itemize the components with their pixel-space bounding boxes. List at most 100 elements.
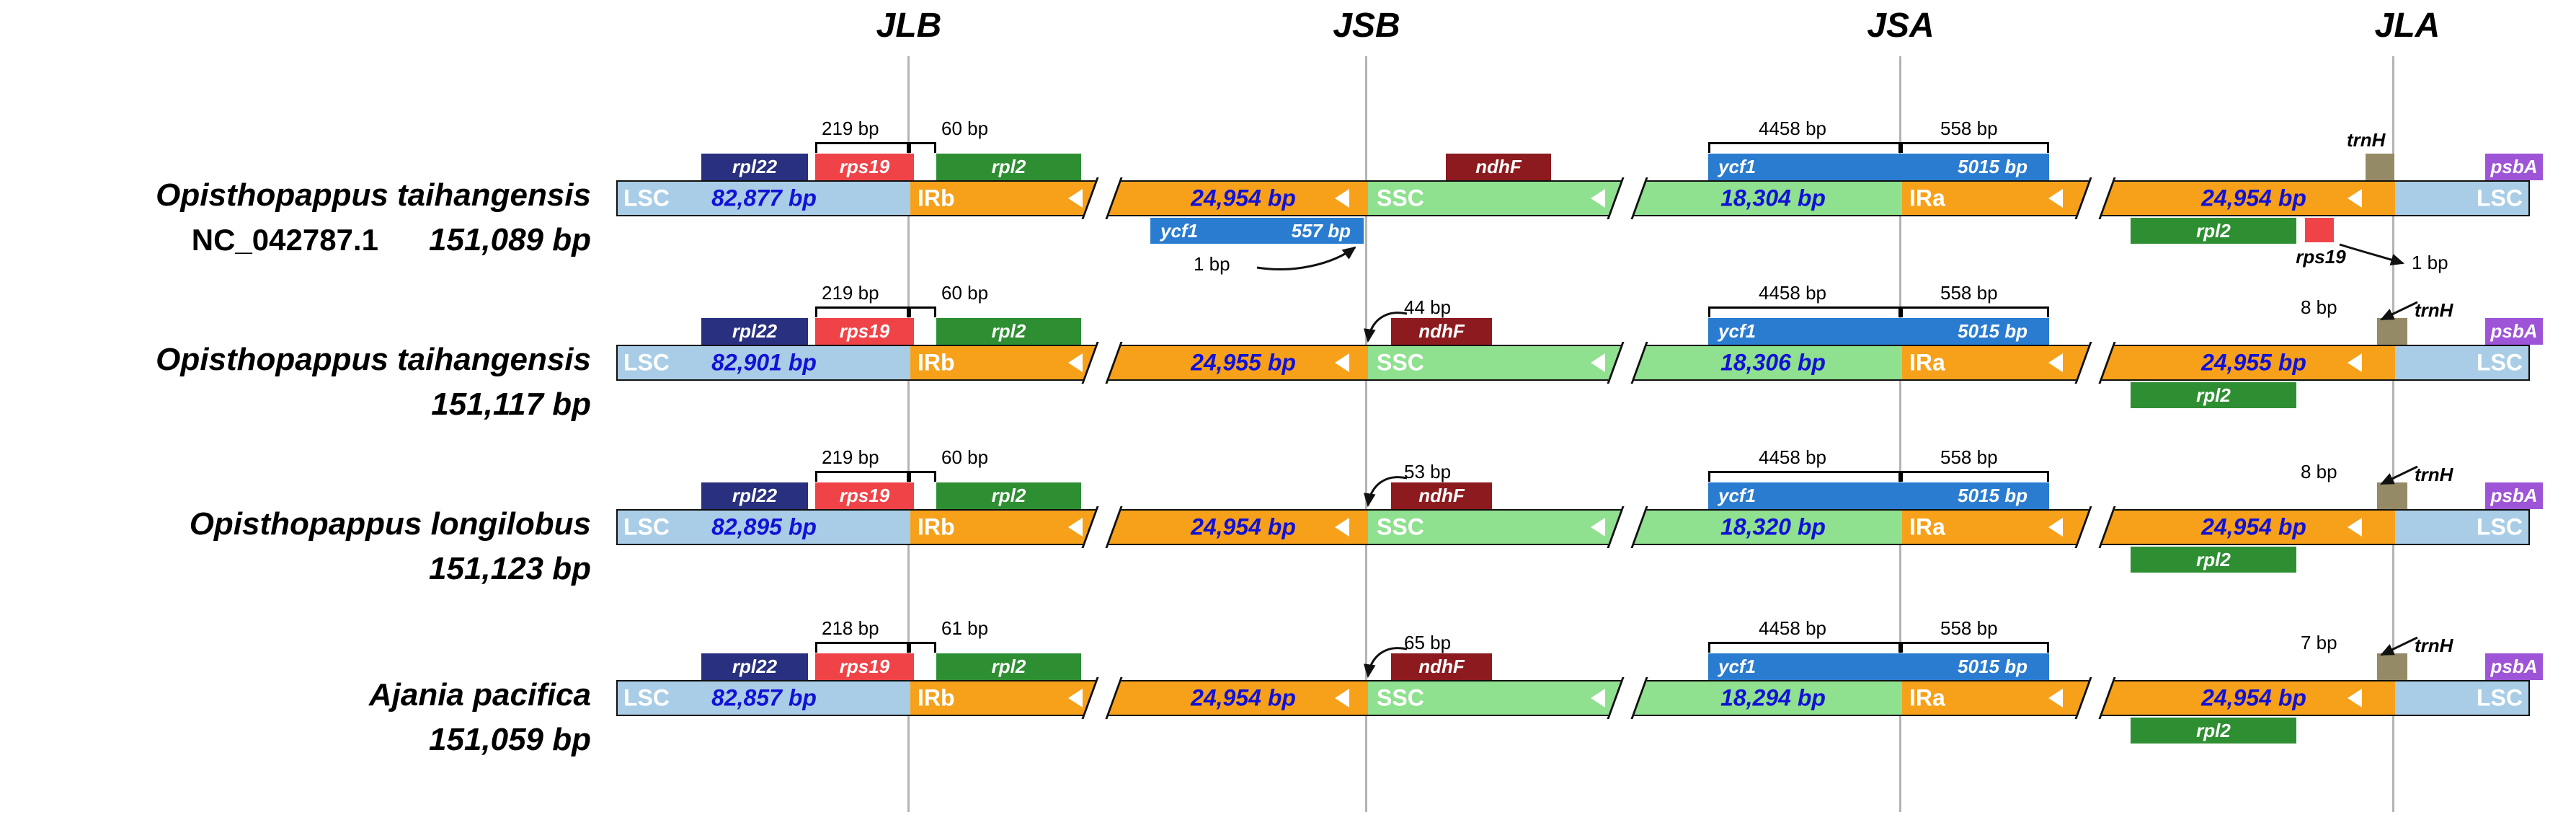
segment-lsc-left: LSC 82,877 bp [618, 182, 910, 215]
segment-length: 82,901 bp [711, 349, 817, 376]
gene-ndhF: ndhF [1391, 482, 1492, 509]
measure-bracket [1901, 306, 2049, 317]
gene-psbA: psbA [2485, 482, 2543, 509]
gene-trnH-label: trnH [2415, 635, 2453, 656]
genome-size-label: 151,123 bp [428, 551, 591, 586]
direction-chevron-icon [1335, 189, 1349, 208]
gene-rpl2: rpl2 [936, 154, 1081, 180]
segment-ira: IRa 24,954 bp [1902, 506, 2395, 548]
measure-bracket [1708, 642, 1901, 653]
gene-rpl2: rpl2 [936, 318, 1081, 345]
segment-irb: IRb 24,954 bp [910, 677, 1368, 719]
gene-rps19: rps19 [815, 318, 914, 345]
jsb-distance-note: 65 bp [1404, 632, 1452, 653]
gene-rpl2: rpl2 [936, 482, 1081, 509]
jlb-right-measure: 61 bp [941, 617, 989, 639]
genome-row: Opisthopappus taihangensis 151,117 bp 21… [0, 269, 2576, 462]
junction-label-jla: JLA [2374, 6, 2440, 45]
gene-psbA: psbA [2485, 318, 2543, 345]
segment-length: 18,320 bp [1720, 513, 1826, 540]
segment-label: IRb [918, 349, 955, 376]
gene-ycf1-length: 5015 bp [1958, 656, 2028, 677]
sequence-break-icon [1081, 177, 1123, 219]
direction-chevron-icon [2048, 189, 2063, 208]
gene-rpl22: rpl22 [701, 482, 808, 509]
segment-length: 82,877 bp [711, 185, 817, 211]
jlb-left-measure: 218 bp [822, 617, 879, 639]
segment-length: 24,955 bp [2201, 349, 2306, 376]
gene-trnH-box [2366, 154, 2394, 180]
gene-ycf1-length: 5015 bp [1958, 320, 2028, 342]
measure-bracket [815, 306, 909, 317]
annotation-arrow-icon [1256, 246, 1356, 270]
segment-label: LSC [2477, 684, 2523, 711]
jlb-left-measure: 219 bp [822, 446, 879, 468]
trnh-distance-note: 8 bp [2301, 461, 2337, 482]
jsa-right-measure: 558 bp [1940, 617, 1998, 639]
gene-psbA: psbA [2485, 154, 2543, 180]
gene-ycf1-label: ycf1 [1718, 156, 1756, 177]
sequence-break-icon [2074, 677, 2116, 719]
jsb-distance-note: 44 bp [1404, 296, 1452, 318]
segment-length: 82,895 bp [711, 513, 817, 540]
segment-label: LSC [623, 684, 670, 711]
segment-ira: IRa 24,954 bp [1902, 677, 2395, 719]
gene-ycf1-below-label: ycf1 [1160, 219, 1199, 242]
measure-bracket [815, 142, 909, 153]
segment-length: 18,294 bp [1720, 684, 1826, 711]
gene-ycf1-below: ycf1 557 bp [1150, 218, 1364, 244]
jlb-left-measure: 219 bp [822, 118, 879, 139]
segment-length: 24,955 bp [1191, 349, 1296, 376]
jsa-left-measure: 4458 bp [1759, 118, 1826, 139]
segment-length: 24,954 bp [2201, 185, 2306, 211]
gene-rpl22: rpl22 [701, 653, 808, 680]
genome-bar: LSC 82,895 bp IRb 24,954 bp SSC 18,320 b… [616, 506, 2530, 548]
direction-chevron-icon [1335, 689, 1349, 707]
measure-bracket [1901, 471, 2049, 482]
species-label-block: Ajania pacifica 151,059 bp [12, 676, 591, 759]
segment-length: 24,954 bp [1191, 684, 1296, 711]
direction-chevron-icon [2048, 353, 2063, 372]
annotation-arrow-icon [1363, 476, 1408, 508]
genome-bar: LSC 82,901 bp IRb 24,955 bp SSC 18,306 b… [616, 342, 2530, 384]
junction-line-jsa [1899, 56, 1901, 812]
gene-trnH-box [2377, 318, 2407, 345]
sequence-break-icon [2074, 342, 2116, 384]
direction-chevron-icon [2348, 689, 2362, 707]
measure-bracket [909, 642, 936, 653]
trnh-distance-note: 7 bp [2301, 632, 2337, 653]
segment-label: SSC [1377, 513, 1424, 540]
gene-trnH-box [2377, 653, 2407, 680]
annotation-arrow-icon [2380, 636, 2418, 656]
gene-rps19-below-label: rps19 [2296, 246, 2346, 268]
segment-label: LSC [623, 349, 670, 376]
gene-ycf1: ycf1 5015 bp [1708, 154, 2049, 180]
gene-ycf1: ycf1 5015 bp [1708, 482, 2049, 509]
gene-rps19: rps19 [815, 482, 914, 509]
gene-ndhF: ndhF [1391, 653, 1492, 680]
sequence-break-icon [1081, 506, 1123, 548]
gene-ycf1: ycf1 5015 bp [1708, 653, 2049, 680]
sequence-break-icon [1081, 342, 1123, 384]
genome-size-label: 151,089 bp [428, 222, 591, 257]
direction-chevron-icon [1591, 689, 1605, 707]
measure-bracket [1708, 471, 1901, 482]
sequence-break-icon [1607, 342, 1648, 384]
direction-chevron-icon [1068, 518, 1083, 537]
gene-ycf1-label: ycf1 [1718, 320, 1756, 342]
segment-ssc: SSC 18,294 bp [1368, 677, 1902, 719]
species-label-block: Opisthopappus longilobus 151,123 bp [12, 506, 591, 588]
segment-label: IRb [918, 185, 955, 211]
jsa-right-measure: 558 bp [1940, 282, 1998, 304]
gene-rps19-below-box [2305, 218, 2334, 242]
junction-label-jsa: JSA [1867, 6, 1935, 45]
species-name: Opisthopappus taihangensis [156, 177, 591, 213]
segment-label: IRa [1909, 513, 1945, 540]
jlb-right-measure: 60 bp [941, 446, 989, 468]
segment-label: SSC [1377, 684, 1424, 711]
segment-ira: IRa 24,954 bp [1902, 177, 2395, 219]
genome-bar: LSC 82,877 bp IRb 24,954 bp SSC 18,304 b… [616, 177, 2530, 219]
jsa-right-measure: 558 bp [1940, 118, 1998, 139]
